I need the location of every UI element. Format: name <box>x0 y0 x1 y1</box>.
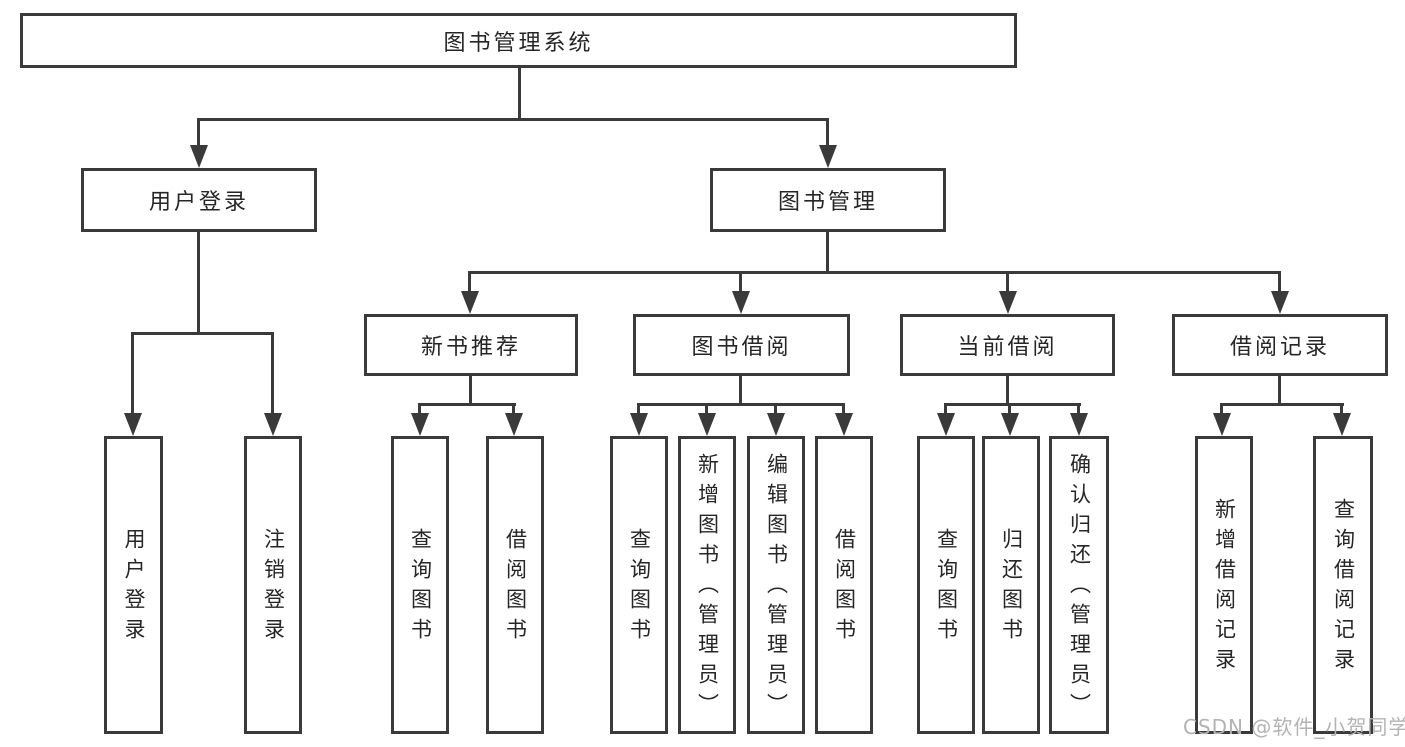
arrow-down-icon <box>1271 291 1289 314</box>
node-borrow-records: 借阅记录 <box>1172 314 1388 376</box>
arrow-down-icon <box>732 291 750 314</box>
node-user-login: 用户登录 <box>81 168 317 232</box>
connector-g2-drop-4 <box>842 403 845 416</box>
node-leaf-query-books-3: 查询图书 <box>917 436 975 734</box>
node-leaf-logout: 注销登录 <box>244 436 302 734</box>
connector-g3-drop-1 <box>944 403 947 416</box>
arrow-down-icon <box>937 413 955 436</box>
connector-g1-stem <box>469 376 472 406</box>
arrow-down-icon <box>999 291 1017 314</box>
node-book-management: 图书管理 <box>710 168 946 232</box>
node-current-borrow: 当前借阅 <box>900 314 1115 376</box>
connector-g2-drop-2 <box>705 403 708 416</box>
arrow-down-icon <box>819 145 837 168</box>
connector-l3-drop-3 <box>1006 271 1009 294</box>
connector-g3-drop-2 <box>1008 403 1011 416</box>
node-leaf-return-books: 归还图书 <box>982 436 1040 734</box>
node-leaf-borrow-books-1: 借阅图书 <box>486 436 544 734</box>
connector-root-stem <box>518 68 521 121</box>
arrow-down-icon <box>835 413 853 436</box>
node-leaf-add-borrow-record: 新增借阅记录 <box>1195 436 1253 734</box>
node-leaf-edit-books-admin: 编辑图书（管理员） <box>747 436 805 734</box>
connector-userlogin-drop-2 <box>271 332 274 416</box>
connector-g2-bar <box>637 403 845 406</box>
connector-l3-bar <box>468 271 1281 274</box>
connector-userlogin-stem <box>197 232 200 335</box>
node-root: 图书管理系统 <box>20 13 1017 68</box>
arrow-down-icon <box>1001 413 1019 436</box>
csdn-watermark: CSDN @软件_小贺同学 <box>1183 715 1405 739</box>
arrow-down-icon <box>767 413 785 436</box>
arrow-down-icon <box>190 145 208 168</box>
connector-g2-drop-1 <box>637 403 640 416</box>
arrow-down-icon <box>264 413 282 436</box>
connector-g3-bar <box>944 403 1081 406</box>
connector-g4-drop-1 <box>1220 403 1223 416</box>
arrow-down-icon <box>1333 413 1351 436</box>
connector-g1-bar <box>418 403 516 406</box>
node-leaf-query-books-1: 查询图书 <box>391 436 449 734</box>
node-leaf-confirm-return-admin: 确认归还（管理员） <box>1049 436 1109 734</box>
connector-g1-drop-2 <box>512 403 515 416</box>
connector-g1-drop-1 <box>418 403 421 416</box>
connector-l2-drop-right <box>826 118 829 148</box>
connector-userlogin-bar <box>131 332 274 335</box>
node-leaf-user-login: 用户登录 <box>104 436 163 734</box>
connector-l2-bar <box>197 118 829 121</box>
connector-userlogin-drop-1 <box>131 332 134 416</box>
connector-l3-drop-4 <box>1278 271 1281 294</box>
arrow-down-icon <box>698 413 716 436</box>
connector-l3-drop-1 <box>468 271 471 294</box>
node-leaf-add-books-admin: 新增图书（管理员） <box>678 436 736 734</box>
node-leaf-query-borrow-record: 查询借阅记录 <box>1313 436 1373 734</box>
connector-g4-drop-2 <box>1340 403 1343 416</box>
connector-g3-drop-3 <box>1077 403 1080 416</box>
node-book-borrow: 图书借阅 <box>633 314 850 376</box>
arrow-down-icon <box>630 413 648 436</box>
connector-g2-stem <box>739 376 742 406</box>
connector-g4-bar <box>1220 403 1344 406</box>
node-new-book-recommend: 新书推荐 <box>364 314 578 376</box>
arrow-down-icon <box>505 413 523 436</box>
node-leaf-borrow-books-2: 借阅图书 <box>815 436 873 734</box>
connector-l2-drop-left <box>197 118 200 148</box>
connector-g4-stem <box>1278 376 1281 406</box>
arrow-down-icon <box>1213 413 1231 436</box>
connector-bookmgmt-stem <box>826 232 829 274</box>
arrow-down-icon <box>461 291 479 314</box>
connector-l3-drop-2 <box>739 271 742 294</box>
arrow-down-icon <box>1070 413 1088 436</box>
connector-g2-drop-3 <box>774 403 777 416</box>
arrow-down-icon <box>124 413 142 436</box>
connector-g3-stem <box>1006 376 1009 406</box>
node-leaf-query-books-2: 查询图书 <box>610 436 668 734</box>
arrow-down-icon <box>411 413 429 436</box>
